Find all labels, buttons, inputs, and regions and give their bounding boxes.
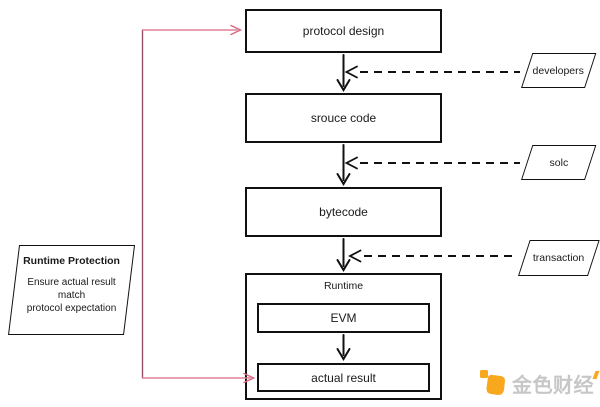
arrowhead-right-red [230, 24, 243, 36]
developers-label: developers [532, 64, 585, 77]
arrowhead-down [336, 79, 351, 92]
watermark-accent-tick [592, 371, 600, 379]
bytecode-label: bytecode [319, 205, 368, 219]
actual-result-label: actual result [311, 370, 376, 385]
solc-label: solc [549, 156, 569, 169]
runtime-protection-content: Runtime Protection Ensure actual result … [15, 246, 129, 334]
watermark: 金色财经 [479, 367, 600, 398]
runtime-protection-line: Ensure actual result [27, 277, 116, 288]
bytecode-box: bytecode [245, 187, 442, 237]
actual-result-box: actual result [257, 363, 430, 392]
jinse-logo-icon [480, 370, 505, 395]
source-code-box: srouce code [245, 93, 442, 143]
runtime-protection-title: Runtime Protection [23, 255, 120, 267]
protection-lines [141, 24, 256, 384]
source-code-label: srouce code [310, 111, 377, 125]
protocol-design-label: protocol design [302, 24, 385, 38]
transaction-parallelogram: transaction [518, 240, 600, 276]
evm-label: EVM [330, 311, 357, 325]
chevron-left-icon [348, 249, 362, 263]
arrowhead-down [336, 259, 351, 272]
transaction-label: transaction [533, 252, 585, 264]
solc-parallelogram: solc [521, 145, 597, 180]
runtime-label: Runtime [323, 280, 364, 292]
runtime-protection-line: match [57, 290, 86, 301]
watermark-text: 金色财经 [512, 369, 600, 398]
evm-box: EVM [257, 303, 430, 333]
chevron-left-icon [344, 156, 358, 170]
runtime-protection-parallelogram: Runtime Protection Ensure actual result … [8, 245, 136, 335]
developers-parallelogram: developers [521, 53, 597, 88]
runtime-protection-line: protocol expectation [26, 303, 117, 314]
arrowhead-down [336, 173, 351, 186]
chevron-left-icon [344, 65, 358, 79]
protocol-design-box: protocol design [245, 9, 442, 53]
